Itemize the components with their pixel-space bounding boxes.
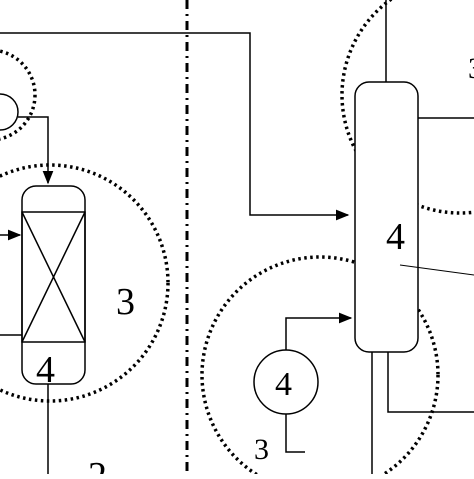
zone-circle-top-left — [0, 49, 37, 141]
reactor-bed-cross-b — [21, 211, 86, 343]
zone-circle-bottom-right — [200, 255, 440, 479]
line-exchanger-to-reactor — [18, 116, 54, 185]
label-column: 4 — [386, 216, 405, 258]
reactor-bed — [21, 211, 86, 343]
label-exchanger: 4 — [275, 366, 292, 403]
zone-circle-reactor — [0, 163, 170, 403]
exchanger-to-column-line — [285, 312, 353, 350]
label-right-zone: 3 — [254, 433, 269, 466]
label-top-right-partial: 3 — [468, 52, 474, 85]
column-leader-line — [399, 264, 474, 276]
exchanger-bottom-connector — [285, 414, 305, 453]
label-left-zone: 3 — [116, 281, 135, 323]
column-bottom-line — [387, 352, 474, 413]
label-reactor-bottom: 4 — [36, 349, 55, 391]
exchanger-top-left — [0, 93, 19, 131]
label-bottom-left-partial: 2 — [88, 455, 107, 474]
feed-line-top — [0, 32, 350, 221]
